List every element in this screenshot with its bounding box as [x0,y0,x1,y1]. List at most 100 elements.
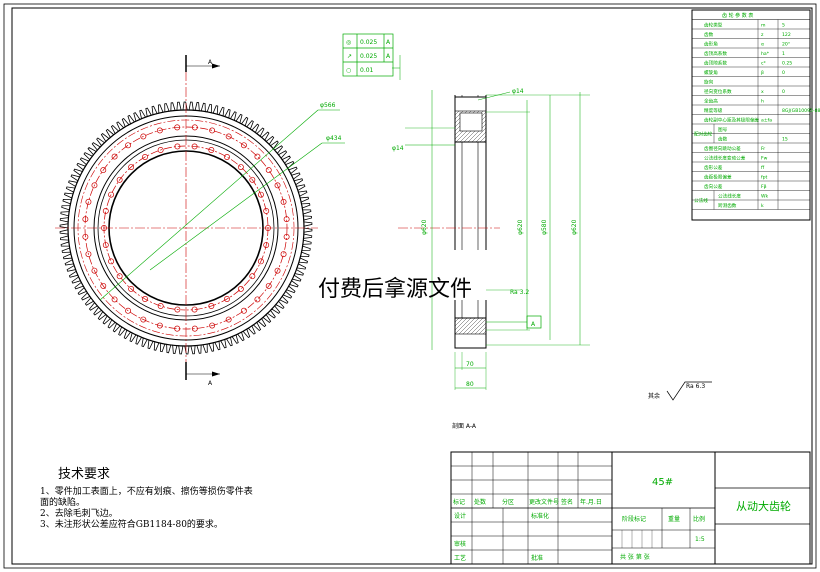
tb-design: 设计 [454,512,466,520]
param-symbol: α [761,43,764,48]
dim-580: φ580 [541,219,548,235]
tb-stage: 阶段标记 [622,515,646,523]
bolt-hole [91,267,98,274]
bolt-hole [102,242,109,248]
leader-566 [99,109,319,301]
tolerance-frames: ◎ 0.025 A ↗ 0.025 A ○ 0.01 [342,33,394,77]
param-group-pair: 配对齿轮 [694,131,713,138]
bolt-hole [102,207,109,214]
bolt-hole [209,127,216,134]
tb-review: 审核 [454,540,466,548]
bolt-hole [209,322,216,329]
bolt-hole [224,296,230,302]
param-value: 0 [782,70,785,76]
tb-part-name: 从动大齿轮 [736,499,791,513]
param-value: 122 [782,32,791,38]
bolt-hole [254,296,261,303]
tb-label-count: 处数 [474,498,486,506]
tb-process: 工艺 [454,554,466,562]
watermark: 付费后拿源文件 [318,276,472,302]
bolt-hole [280,251,287,258]
section-view [392,55,590,390]
param-name: 径向变位系数 [704,88,732,95]
bolt-hole [82,216,89,223]
param-name: 齿轮副中心距及其极限偏差 [704,117,760,124]
roughness-label: 其余 [648,392,660,400]
bolt-hole [208,147,215,153]
outer-border [3,3,817,569]
param-value: 1 [782,51,785,57]
bolt-hole [249,176,256,183]
bolt-hole [156,322,163,329]
param-name: 公法线长度变动公差 [704,155,746,162]
bolt-hole [280,198,287,205]
bolt-hole [111,153,118,160]
dim-14-left: φ14 [392,145,404,152]
bolt-holes-inner [101,143,271,313]
param-symbol: m [761,24,766,29]
param-name: 齿圈径向跳动公差 [704,145,741,152]
bolt-hole [100,282,107,289]
param-name: 齿轮类型 [704,22,723,29]
param-name: 图号 [718,127,728,133]
param-name: 齿顶隙系数 [704,60,727,67]
param-symbol: h [761,99,764,105]
bolt-hole [128,164,135,171]
bolt-hole [157,303,164,309]
param-name: 齿形公差 [704,164,723,171]
param-symbol: a±fa [761,118,772,124]
bolt-hole [263,207,270,214]
bolt-hole [91,182,98,189]
param-value: 5 [782,23,785,29]
bolt-hole [174,124,181,131]
param-name: 跨测齿数 [718,202,737,209]
bolt-hole [263,242,270,248]
param-value: 0 [782,89,785,95]
section-view-label: 剖面 A-A [452,422,477,430]
tech-line-2: 面的缺陷。 [40,496,85,508]
tol-val-1: 0.025 [360,53,377,60]
param-name: 全齿高 [704,98,718,105]
tb-scale-label: 比例 [693,515,705,523]
bolt-hole [174,306,181,313]
param-group-check: 公法线 [694,197,708,204]
param-symbol: Fβ [761,184,767,190]
tb-label-date: 年.月.日 [580,498,602,506]
param-symbol: ha* [761,51,770,57]
gear-front-view [55,55,345,380]
bolt-hole [208,303,215,309]
param-name: 旋向 [704,79,714,86]
param-value: 15 [782,137,788,143]
bolt-hole [108,258,115,265]
bolt-hole [225,133,232,140]
bolt-hole [156,127,163,134]
tech-line-3: 2、去除毛刺飞边。 [40,507,118,519]
bolt-hole [240,142,247,149]
bolt-hole [191,325,198,332]
dim-566: φ566 [320,102,336,109]
bolt-hole [174,143,181,150]
tech-line-1: 1、零件加工表面上，不应有划痕、擦伤等损伤零件表 [40,485,253,497]
tol-ref-1: A [386,53,391,60]
bolt-hole [265,167,272,174]
param-symbol: fpt [761,175,768,181]
tol-val-0: 0.025 [360,39,377,46]
tb-label-sign: 签名 [561,498,573,506]
dim-14-top: φ14 [512,88,524,95]
param-name: 齿形角 [704,41,718,48]
param-symbol: Wk [761,194,769,200]
param-name: 齿距极限偏差 [704,174,732,181]
bolt-hole [283,216,290,223]
param-symbol: Fw [761,156,768,162]
dim-620b: φ620 [571,219,578,235]
section-marker-bottom: A [208,380,213,387]
tb-sheets: 共 张 第 张 [620,553,650,561]
datum-label: A [531,321,536,328]
bolt-hole [116,176,123,183]
tol-sym-1: ↗ [347,53,352,60]
param-symbol: k [761,203,764,209]
tol-ref-0: A [386,39,391,46]
tb-standard: 标准化 [531,512,549,520]
